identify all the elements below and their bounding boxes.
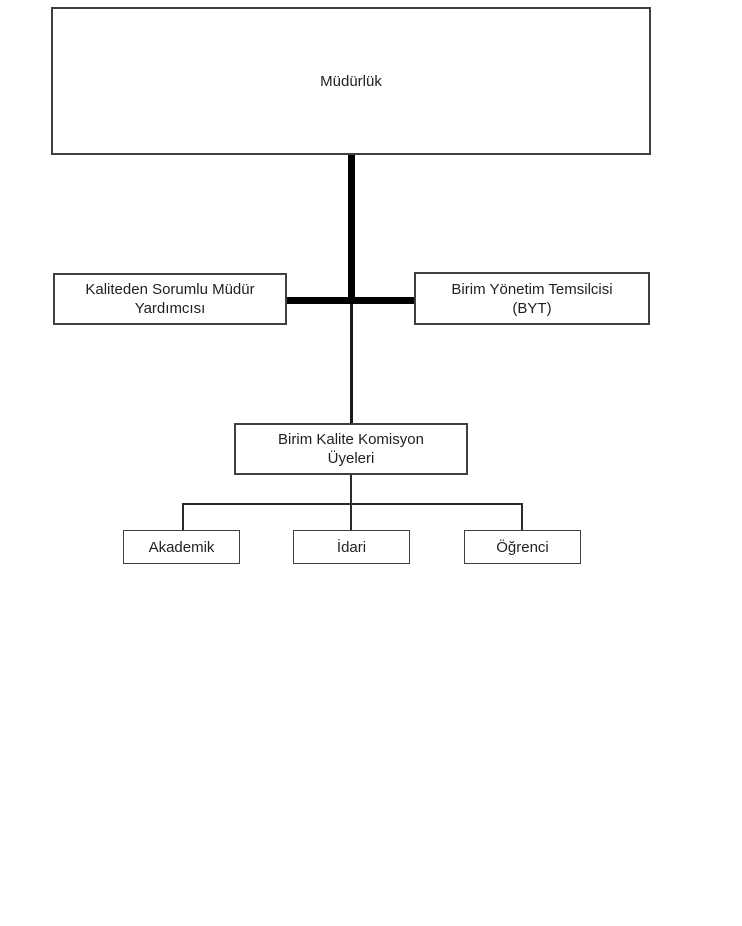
node-kaliteden-sorumlu-mudur-yardimcisi: Kaliteden Sorumlu Müdür Yardımcısı (53, 273, 287, 325)
connector-drop-ogrenci (521, 503, 523, 530)
node-birim-yonetim-temsilcisi: Birim Yönetim Temsilcisi (BYT) (414, 272, 650, 325)
node-idari: İdari (293, 530, 410, 564)
node-mudurluk: Müdürlük (51, 7, 651, 155)
connector-mudurluk-stem (348, 155, 355, 304)
connector-drop-idari (350, 503, 352, 530)
connector-cross-to-komisyon (350, 304, 353, 423)
node-ogrenci: Öğrenci (464, 530, 581, 564)
node-birim-kalite-komisyon-uyeleri: Birim Kalite Komisyon Üyeleri (234, 423, 468, 475)
connector-branch-rail (182, 503, 523, 505)
connector-drop-akademik (182, 503, 184, 530)
connector-kaliteden-byt-bar (287, 297, 415, 304)
connector-komisyon-stem (350, 475, 352, 503)
node-akademik: Akademik (123, 530, 240, 564)
